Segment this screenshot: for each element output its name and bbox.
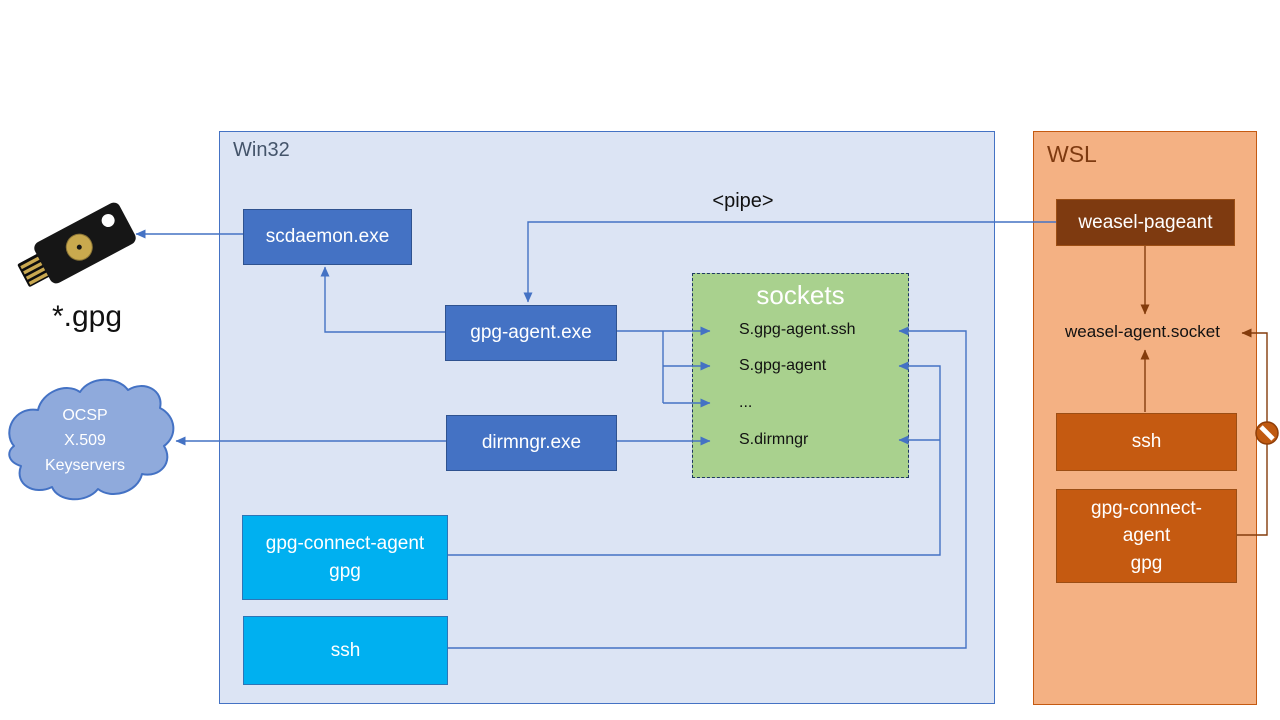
cloud-text-line2: X.509 xyxy=(64,432,106,449)
weasel-agent-socket-label: weasel-agent.socket xyxy=(1065,322,1220,341)
wsl-gpg-connect-agent-label-line3: gpg xyxy=(1130,552,1163,574)
dirmngr-label: dirmngr.exe xyxy=(481,432,582,454)
gpg-agent-label: gpg-agent.exe xyxy=(470,322,592,344)
socket-entry-gpg-agent-ssh: S.gpg-agent.ssh xyxy=(739,321,856,338)
win32-gpg-connect-agent-label-line2: gpg xyxy=(329,560,361,582)
sockets-title: sockets xyxy=(756,280,845,310)
socket-entry-ellipsis: ... xyxy=(739,394,753,411)
wsl-gpg-connect-agent-label-line2: agent xyxy=(1122,525,1171,547)
blocked-icon xyxy=(1255,421,1279,445)
wsl-ssh-label: ssh xyxy=(1131,431,1162,453)
wsl-gpg-connect-agent-box: gpg-connect- agent gpg xyxy=(1056,489,1237,583)
dirmngr-box: dirmngr.exe xyxy=(446,415,617,471)
pipe-annotation: <pipe> xyxy=(712,190,774,212)
socket-entry-dirmngr: S.dirmngr xyxy=(739,431,809,448)
weasel-pageant-box: weasel-pageant xyxy=(1056,199,1235,246)
wsl-ssh-box: ssh xyxy=(1056,413,1237,471)
gpg-agent-box: gpg-agent.exe xyxy=(445,305,617,361)
sockets-box: sockets S.gpg-agent.ssh S.gpg-agent ... … xyxy=(692,273,909,478)
yubikey-icon xyxy=(17,202,136,287)
win32-gpg-connect-agent-label-line1: gpg-connect-agent xyxy=(265,532,425,554)
wsl-label: WSL xyxy=(1047,141,1097,167)
cloud-text-line1: OCSP xyxy=(62,407,108,424)
cloud-text-line3: Keyservers xyxy=(44,457,126,474)
gpg-files-label: *.gpg xyxy=(51,300,123,333)
weasel-pageant-label: weasel-pageant xyxy=(1078,211,1213,233)
win32-label: Win32 xyxy=(233,139,290,161)
win32-gpg-connect-agent-box: gpg-connect-agent gpg xyxy=(242,515,448,600)
win32-ssh-box: ssh xyxy=(243,616,448,685)
wsl-gpg-connect-agent-label-line1: gpg-connect- xyxy=(1091,497,1202,519)
keyservers-cloud-text: OCSP X.509 Keyservers xyxy=(16,403,154,478)
scdaemon-label: scdaemon.exe xyxy=(265,226,390,248)
win32-ssh-label: ssh xyxy=(330,639,361,661)
socket-entry-gpg-agent: S.gpg-agent xyxy=(739,357,827,374)
scdaemon-box: scdaemon.exe xyxy=(243,209,412,265)
